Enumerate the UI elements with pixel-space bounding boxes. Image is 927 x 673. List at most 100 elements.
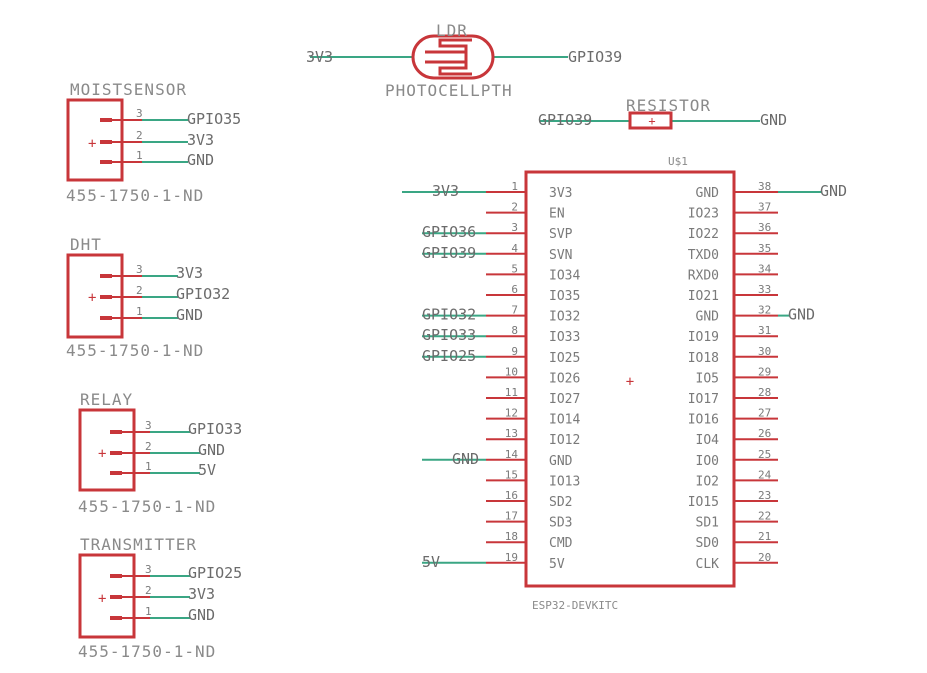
- esp32-pin-label: RXD0: [688, 268, 719, 283]
- esp32-pin-number: 3: [511, 221, 518, 234]
- esp32-pin-label: IO25: [549, 351, 580, 366]
- esp32-pin-number: 36: [758, 221, 771, 234]
- esp32-pin-number: 24: [758, 468, 772, 481]
- esp32-pin-left: 13 IO12: [486, 427, 580, 448]
- esp32-pin-number: 6: [511, 283, 518, 296]
- esp32-pin-number: 2: [511, 201, 518, 214]
- esp32-pin-number: 1: [511, 180, 518, 193]
- esp32-pin-label: SD2: [549, 495, 572, 510]
- ldr-component[interactable]: LDR PHOTOCELLPTH 3V3 GPIO39: [306, 21, 622, 100]
- svg-text:GPIO33: GPIO33: [188, 420, 242, 438]
- esp32-pin-label: IO12: [549, 433, 580, 448]
- header-pin-row: 2 GPIO32: [100, 284, 230, 303]
- resistor-component[interactable]: + RESISTOR GPIO39 GND: [538, 96, 787, 130]
- header-moistsensor[interactable]: MOISTSENSOR + 3 GPIO35 2 3V3 1 GND 455-1…: [66, 80, 241, 205]
- svg-text:2: 2: [145, 584, 152, 597]
- esp32-net-label: GPIO25: [422, 347, 476, 365]
- esp32-pin-label: 3V3: [549, 186, 572, 201]
- esp32-pin-label: SD1: [696, 516, 719, 531]
- ldr-value: PHOTOCELLPTH: [385, 81, 513, 100]
- esp32-pin-label: IO27: [549, 392, 580, 407]
- resistor-right-net: GND: [760, 111, 787, 129]
- header-pin-row: 2 3V3: [100, 129, 214, 149]
- header-dht[interactable]: DHT + 3 3V3 2 GPIO32 1 GND 455-1750-1-ND: [66, 235, 230, 360]
- esp32-pin-number: 5: [511, 262, 518, 275]
- esp32-origin-icon: +: [626, 374, 634, 390]
- header-part-number: 455-1750-1-ND: [66, 341, 204, 360]
- header-name: DHT: [70, 235, 102, 254]
- esp32-pin-number: 28: [758, 386, 771, 399]
- svg-text:GPIO32: GPIO32: [176, 285, 230, 303]
- esp32-pin-right: 36 IO22: [688, 221, 778, 242]
- svg-text:1: 1: [145, 460, 152, 473]
- esp32-pin-number: 33: [758, 283, 771, 296]
- esp32-pin-label: SD3: [549, 516, 572, 531]
- esp32-pin-number: 4: [511, 242, 518, 255]
- esp32-pin-label: IO16: [688, 413, 719, 428]
- esp32-pin-number: 35: [758, 242, 771, 255]
- svg-text:3: 3: [145, 419, 152, 432]
- header-part-number: 455-1750-1-ND: [66, 186, 204, 205]
- header-name: TRANSMITTER: [80, 535, 197, 554]
- esp32-pin-label: IO33: [549, 330, 580, 345]
- esp32-pin-label: IO26: [549, 371, 580, 386]
- esp32-pin-number: 16: [505, 489, 518, 502]
- esp32-pin-right: 35 TXD0: [688, 242, 778, 263]
- esp32-pin-number: 7: [511, 304, 518, 317]
- svg-text:3V3: 3V3: [176, 264, 203, 282]
- esp32-pin-number: 10: [505, 365, 518, 378]
- esp32-pin-label: GND: [549, 454, 573, 469]
- svg-text:2: 2: [136, 284, 143, 297]
- header-pin-row: 3 GPIO35: [100, 107, 241, 128]
- header-transmitter[interactable]: TRANSMITTER + 3 GPIO25 2 3V3 1 GND 455-1…: [78, 535, 242, 661]
- header-origin-icon: +: [98, 591, 106, 607]
- esp32-pin-number: 13: [505, 427, 518, 440]
- esp32-pin-label: IO22: [688, 227, 719, 242]
- esp32-pin-left: 16 SD2: [486, 489, 572, 510]
- esp32-net-label: GPIO36: [422, 223, 476, 241]
- esp32-pin-number: 23: [758, 489, 771, 502]
- header-body: [78, 408, 136, 492]
- esp32-pin-number: 26: [758, 427, 771, 440]
- esp32-net-label: GPIO39: [422, 244, 476, 262]
- header-part-number: 455-1750-1-ND: [78, 497, 216, 516]
- esp32-pin-number: 17: [505, 510, 518, 523]
- svg-text:GND: GND: [187, 151, 214, 169]
- esp32-pin-label: IO18: [688, 351, 719, 366]
- esp32-pin-label: IO4: [696, 433, 720, 448]
- esp32-pin-label: IO15: [688, 495, 719, 510]
- header-pin-row: 3 GPIO33: [110, 419, 242, 438]
- header-part-number: 455-1750-1-ND: [78, 642, 216, 661]
- header-relay[interactable]: RELAY + 3 GPIO33 2 GND 1 5V 455-1750-1-N…: [78, 390, 242, 516]
- esp32-pin-label: IO0: [696, 454, 719, 469]
- esp32-pin-label: TXD0: [688, 248, 719, 263]
- header-origin-icon: +: [88, 290, 96, 306]
- resistor-name: RESISTOR: [626, 96, 711, 115]
- esp32-pin-number: 18: [505, 530, 518, 543]
- esp32-pin-number: 32: [758, 304, 771, 317]
- svg-text:1: 1: [145, 605, 152, 618]
- header-pin-row: 1 GND: [100, 149, 214, 169]
- esp32-pin-right: 23 IO15: [688, 489, 778, 510]
- esp32-pin-number: 9: [511, 345, 518, 358]
- esp32-pin-label: GND: [696, 310, 720, 325]
- esp32-pin-label: IO35: [549, 289, 580, 304]
- resistor-left-net: GPIO39: [538, 111, 592, 129]
- svg-text:GND: GND: [176, 306, 203, 324]
